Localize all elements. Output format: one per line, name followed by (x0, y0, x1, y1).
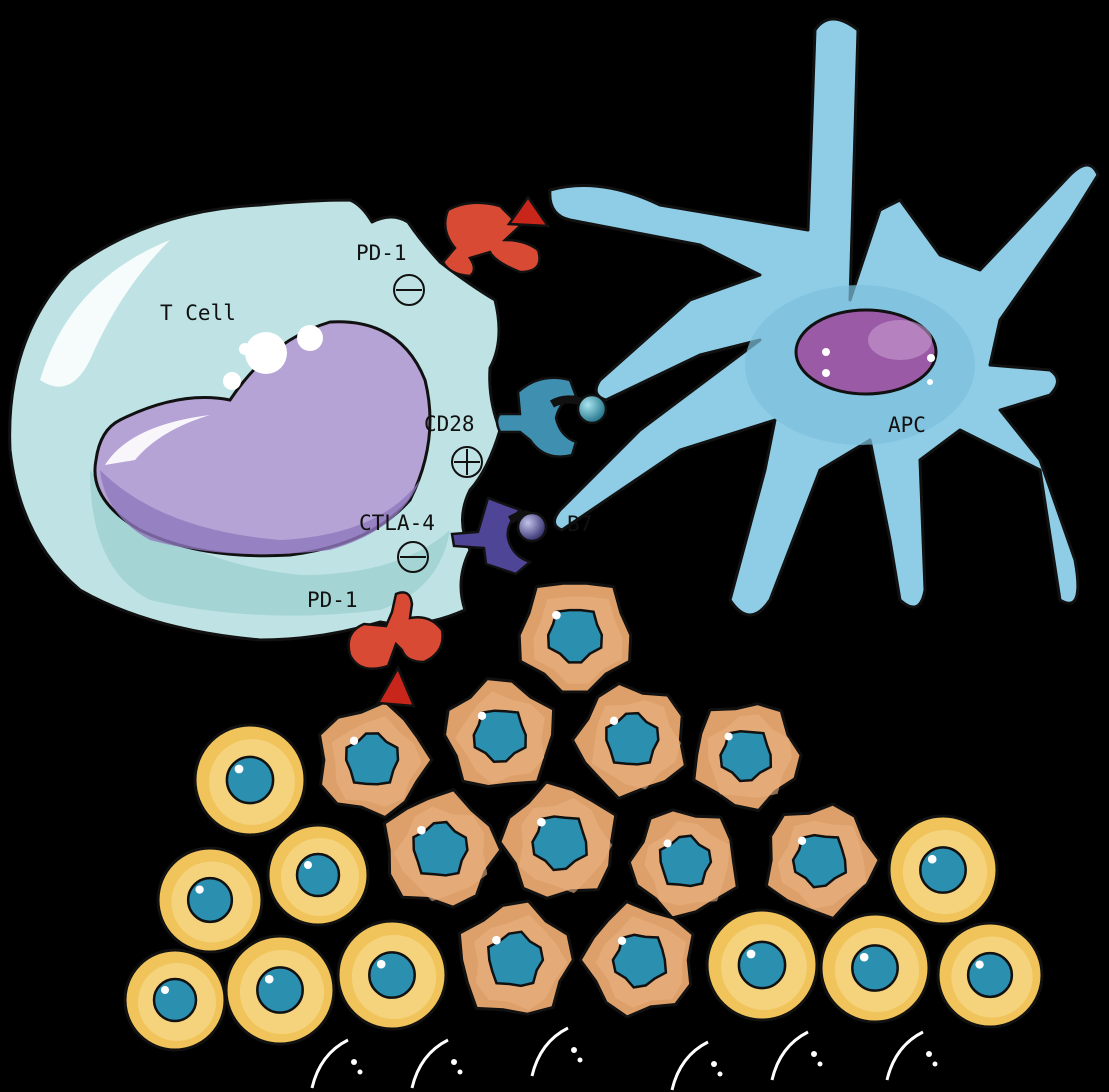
nucleus-highlight (265, 975, 274, 984)
nucleus-highlight (860, 953, 869, 962)
nucleus-highlight (417, 826, 426, 835)
pd1-receptor-top (443, 197, 548, 276)
apc-nucleus-dot (927, 354, 935, 362)
normal-cell-nucleus (852, 945, 897, 990)
pd-l1-ligand-bottom (378, 668, 414, 706)
swoosh-dot (358, 1070, 363, 1075)
apc-nucleus-dot (822, 348, 830, 356)
tumor-cell (445, 679, 554, 787)
normal-cell (125, 950, 225, 1050)
normal-cell (338, 921, 446, 1029)
tumor-cell (320, 702, 432, 818)
apc-label: APC (888, 413, 926, 437)
nucleus-highlight (377, 960, 386, 969)
pd-l1-ligand-top (509, 197, 548, 226)
swoosh-dot (718, 1072, 723, 1077)
normal-cell-nucleus (257, 967, 302, 1012)
normal-cell-nucleus (968, 953, 1012, 997)
swoosh-dot (578, 1058, 583, 1063)
swoosh-line (312, 1040, 348, 1088)
normal-cell (268, 825, 368, 925)
tumor-cell (766, 804, 879, 918)
swoosh-dot (711, 1061, 717, 1067)
cd28-label: CD28 (424, 412, 475, 436)
normal-cell-nucleus (297, 854, 339, 896)
apc-ligand-partial-label: B7 (567, 512, 592, 536)
normal-cell (195, 725, 305, 835)
swoosh-dot (351, 1059, 357, 1065)
nucleus-highlight (537, 818, 546, 827)
swoosh-dot (571, 1047, 577, 1053)
nucleus-highlight (975, 960, 983, 968)
apc-nucleus-dot (822, 369, 830, 377)
tumor-cell (629, 810, 737, 918)
cd28-receptor-shape (497, 378, 576, 457)
tumor-cell (519, 583, 631, 692)
normal-cell (226, 936, 334, 1044)
t-cell-vesicle (239, 343, 251, 355)
swoosh-dot (458, 1070, 463, 1075)
apc-nucleus-dot (927, 379, 933, 385)
apc-nucleus-highlight (868, 320, 932, 360)
nucleus-highlight (350, 737, 358, 745)
nucleus-highlight (161, 986, 169, 994)
normal-cell (821, 914, 929, 1022)
nucleus-highlight (235, 765, 244, 774)
swoosh-dot (811, 1051, 817, 1057)
b7-ligand-ball-2 (518, 513, 546, 541)
t-cell-vesicle (297, 325, 323, 351)
tumor-cell (694, 704, 801, 811)
normal-cell (938, 923, 1042, 1027)
nucleus-highlight (725, 732, 733, 740)
nucleus-highlight (610, 717, 618, 725)
nucleus-highlight (478, 712, 486, 720)
t-cell-label: T Cell (160, 301, 236, 325)
tumor-cell (580, 902, 693, 1017)
tumor-cell (572, 683, 685, 798)
normal-cell-nucleus (154, 979, 196, 1021)
tumor-cell (459, 901, 573, 1014)
t-cell-vesicle (245, 332, 287, 374)
normal-cell-nucleus (739, 942, 785, 988)
swoosh-line (887, 1032, 923, 1080)
nucleus-highlight (798, 837, 806, 845)
t-cell-vesicle (223, 372, 241, 390)
swoosh-line (672, 1042, 708, 1090)
normal-cell (707, 910, 817, 1020)
nucleus-highlight (928, 855, 937, 864)
normal-cell-nucleus (188, 878, 232, 922)
nucleus-highlight (492, 936, 501, 945)
ctla4-label: CTLA-4 (359, 511, 435, 535)
normal-cell-nucleus (369, 952, 414, 997)
normal-cell (889, 816, 997, 924)
decorative-swooshes (312, 1028, 938, 1090)
swoosh-line (772, 1032, 808, 1080)
pd1-top-label: PD-1 (356, 241, 407, 265)
swoosh-dot (818, 1062, 823, 1067)
nucleus-highlight (304, 861, 312, 869)
swoosh-dot (926, 1051, 932, 1057)
nucleus-highlight (664, 839, 672, 847)
b7-ligand-ball (578, 395, 606, 423)
swoosh-dot (451, 1059, 457, 1065)
tumor-cell (384, 790, 501, 908)
tumor-cell (500, 782, 616, 898)
cd80-ligand-arm (552, 399, 582, 404)
cd28-receptor (497, 378, 606, 457)
normal-cell-nucleus (920, 847, 965, 892)
normal-cell-nucleus (227, 757, 273, 803)
normal-cell (158, 848, 262, 952)
nucleus-highlight (618, 937, 626, 945)
swoosh-line (532, 1028, 568, 1076)
nucleus-highlight (747, 950, 756, 959)
pd1-bottom-label: PD-1 (307, 588, 358, 612)
nucleus-highlight (195, 885, 203, 893)
swoosh-dot (933, 1062, 938, 1067)
apc-cell (550, 19, 1098, 615)
swoosh-line (412, 1040, 448, 1088)
stimulatory-sign-cd28 (452, 447, 482, 477)
nucleus-highlight (552, 611, 561, 620)
